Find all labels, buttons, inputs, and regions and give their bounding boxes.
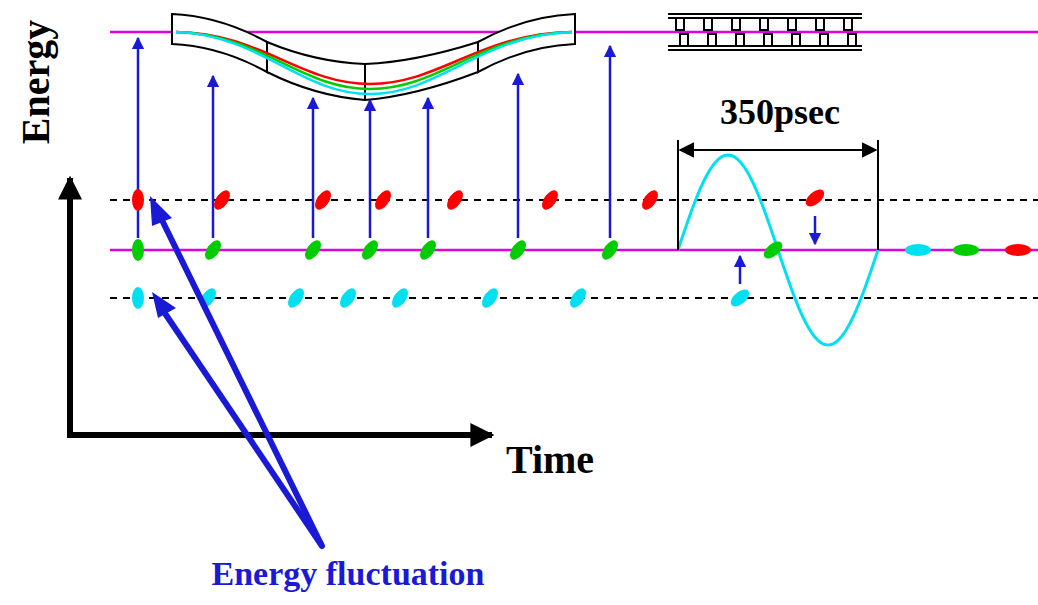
particle xyxy=(905,244,931,256)
particle xyxy=(479,286,501,311)
rf-wave xyxy=(678,140,878,345)
particle xyxy=(211,188,233,213)
particle xyxy=(312,188,334,213)
beam-trajectories xyxy=(176,32,572,94)
particle xyxy=(132,239,144,261)
rf-cavity xyxy=(668,14,862,50)
particle xyxy=(302,238,324,263)
particle xyxy=(202,238,224,263)
particle xyxy=(803,186,828,209)
axis-label: Energy xyxy=(16,20,56,144)
particle xyxy=(539,188,561,213)
chicane-magnets xyxy=(172,14,575,100)
particle xyxy=(567,286,589,311)
particle xyxy=(337,286,359,311)
reference-lines xyxy=(110,32,1038,298)
particle xyxy=(132,189,144,211)
particle xyxy=(761,238,786,261)
particle xyxy=(444,188,466,213)
particle xyxy=(953,244,979,256)
particles xyxy=(132,186,1031,310)
particle xyxy=(417,238,439,263)
kick-arrows xyxy=(138,38,815,284)
particle xyxy=(599,238,621,263)
particle xyxy=(359,238,381,263)
callout-label: Energy fluctuation xyxy=(212,557,485,591)
particle xyxy=(728,286,753,309)
particle xyxy=(132,287,144,309)
dimension-label: 350psec xyxy=(720,94,840,130)
particle xyxy=(372,188,394,213)
axis-label: Time xyxy=(506,440,594,480)
particle xyxy=(285,286,307,311)
particle xyxy=(507,238,529,263)
particle xyxy=(639,188,661,213)
particle xyxy=(389,286,411,311)
particle xyxy=(1005,244,1031,256)
pointer-arrows xyxy=(150,196,322,546)
